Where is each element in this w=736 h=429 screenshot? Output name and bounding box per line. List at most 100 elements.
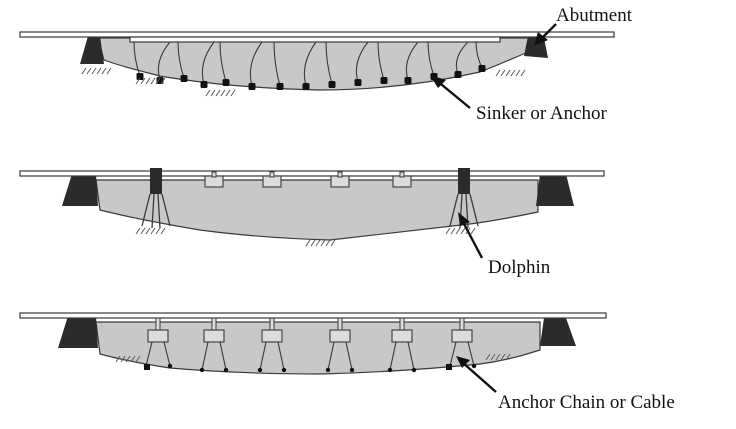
hatch-line xyxy=(315,239,321,247)
anchor-chain-label: Anchor Chain or Cable xyxy=(498,392,675,413)
pontoon xyxy=(451,329,473,343)
sinker-pointer-arrow xyxy=(435,79,471,109)
anchor-point xyxy=(411,367,417,373)
hatch-line xyxy=(225,89,231,97)
bridge-deck xyxy=(19,31,615,38)
mooring-cable xyxy=(249,41,263,87)
dolphin-pointer-arrow xyxy=(460,219,484,259)
hatch-line xyxy=(101,67,107,75)
hatch-line xyxy=(310,239,316,247)
hatch-line xyxy=(81,67,87,75)
hatch-line xyxy=(485,353,491,361)
hatch-line xyxy=(135,227,141,235)
sinker-block xyxy=(328,81,336,88)
pontoon-post xyxy=(211,171,217,178)
hatch-line xyxy=(505,353,511,361)
mooring-cable xyxy=(325,41,333,85)
hatch-line xyxy=(495,353,501,361)
panel-dolphin-bridge xyxy=(19,168,605,259)
hatch-line xyxy=(205,89,211,97)
anchor-cable xyxy=(145,341,171,367)
dolphin-head xyxy=(150,168,162,194)
hatch-line xyxy=(125,355,131,363)
hatch-line xyxy=(445,227,451,235)
mooring-cable xyxy=(303,41,317,87)
chain-anchor-block xyxy=(144,364,150,370)
pontoon-post xyxy=(269,171,275,178)
seabed-hatching xyxy=(115,353,511,363)
pontoon-post xyxy=(211,317,217,331)
pontoon-post xyxy=(337,317,343,331)
left-abutment xyxy=(80,36,104,64)
pontoon xyxy=(261,329,283,343)
hatch-line xyxy=(220,89,226,97)
pontoon-post xyxy=(399,171,405,178)
abutment-pointer-arrowhead xyxy=(534,32,548,46)
hatch-line xyxy=(215,89,221,97)
hatch-line xyxy=(135,77,141,85)
hatch-line xyxy=(455,227,461,235)
left-abutment xyxy=(58,316,98,348)
left-dolphin xyxy=(141,168,171,229)
hatch-line xyxy=(330,239,336,247)
right-abutment xyxy=(540,318,576,346)
sinker-block xyxy=(222,79,230,86)
sinker-block xyxy=(354,79,362,86)
pontoon xyxy=(330,175,350,188)
bridge-deck xyxy=(19,170,605,177)
mooring-cable xyxy=(405,41,419,81)
hatch-line xyxy=(305,239,311,247)
hatch-line xyxy=(135,355,141,363)
pontoon xyxy=(391,329,413,343)
anchor-point xyxy=(387,367,393,373)
pontoons xyxy=(147,317,473,343)
water-body xyxy=(95,179,539,241)
hatch-line xyxy=(155,227,161,235)
anchor-chain-pointer-arrowhead xyxy=(456,356,470,368)
hatch-line xyxy=(470,227,476,235)
sinker-pointer-arrowhead xyxy=(430,75,446,88)
anchor-chain-pointer-arrow xyxy=(461,361,497,393)
anchor-point xyxy=(223,367,229,373)
hatch-line xyxy=(150,227,156,235)
hatch-line xyxy=(160,227,166,235)
mooring-cable xyxy=(201,41,215,85)
pontoon xyxy=(204,175,224,188)
anchor-cable xyxy=(449,341,475,367)
hatch-line xyxy=(145,227,151,235)
pontoon-post xyxy=(399,317,405,331)
panel-anchor-chain-bridge xyxy=(19,312,607,393)
dolphin-label: Dolphin xyxy=(488,257,551,278)
sinker-block xyxy=(276,83,284,90)
hatch-line xyxy=(210,89,216,97)
hatch-line xyxy=(320,239,326,247)
mooring-cable xyxy=(177,41,185,79)
hatch-line xyxy=(150,77,156,85)
chain-anchors xyxy=(143,363,477,373)
hatch-line xyxy=(106,67,112,75)
hatch-line xyxy=(490,353,496,361)
pontoon xyxy=(392,175,412,188)
seabed-hatching xyxy=(81,67,526,97)
right-dolphin xyxy=(449,168,479,229)
sinker-block xyxy=(454,71,462,78)
anchor-point xyxy=(257,367,263,373)
sinker-block xyxy=(248,83,256,90)
chain-anchor-block xyxy=(446,364,452,370)
abutment-label: Abutment xyxy=(556,5,632,26)
hatch-line xyxy=(515,69,521,77)
dolphin-pile xyxy=(141,193,171,229)
hatch-line xyxy=(495,69,501,77)
water-body xyxy=(97,37,531,91)
hatch-line xyxy=(460,227,466,235)
hatch-line xyxy=(500,69,506,77)
hatch-line xyxy=(130,355,136,363)
hatch-line xyxy=(86,67,92,75)
pontoon-post xyxy=(155,317,161,331)
hatch-line xyxy=(500,353,506,361)
pontoon xyxy=(329,329,351,343)
pontoon-post xyxy=(337,171,343,178)
mooring-cable xyxy=(273,41,281,87)
